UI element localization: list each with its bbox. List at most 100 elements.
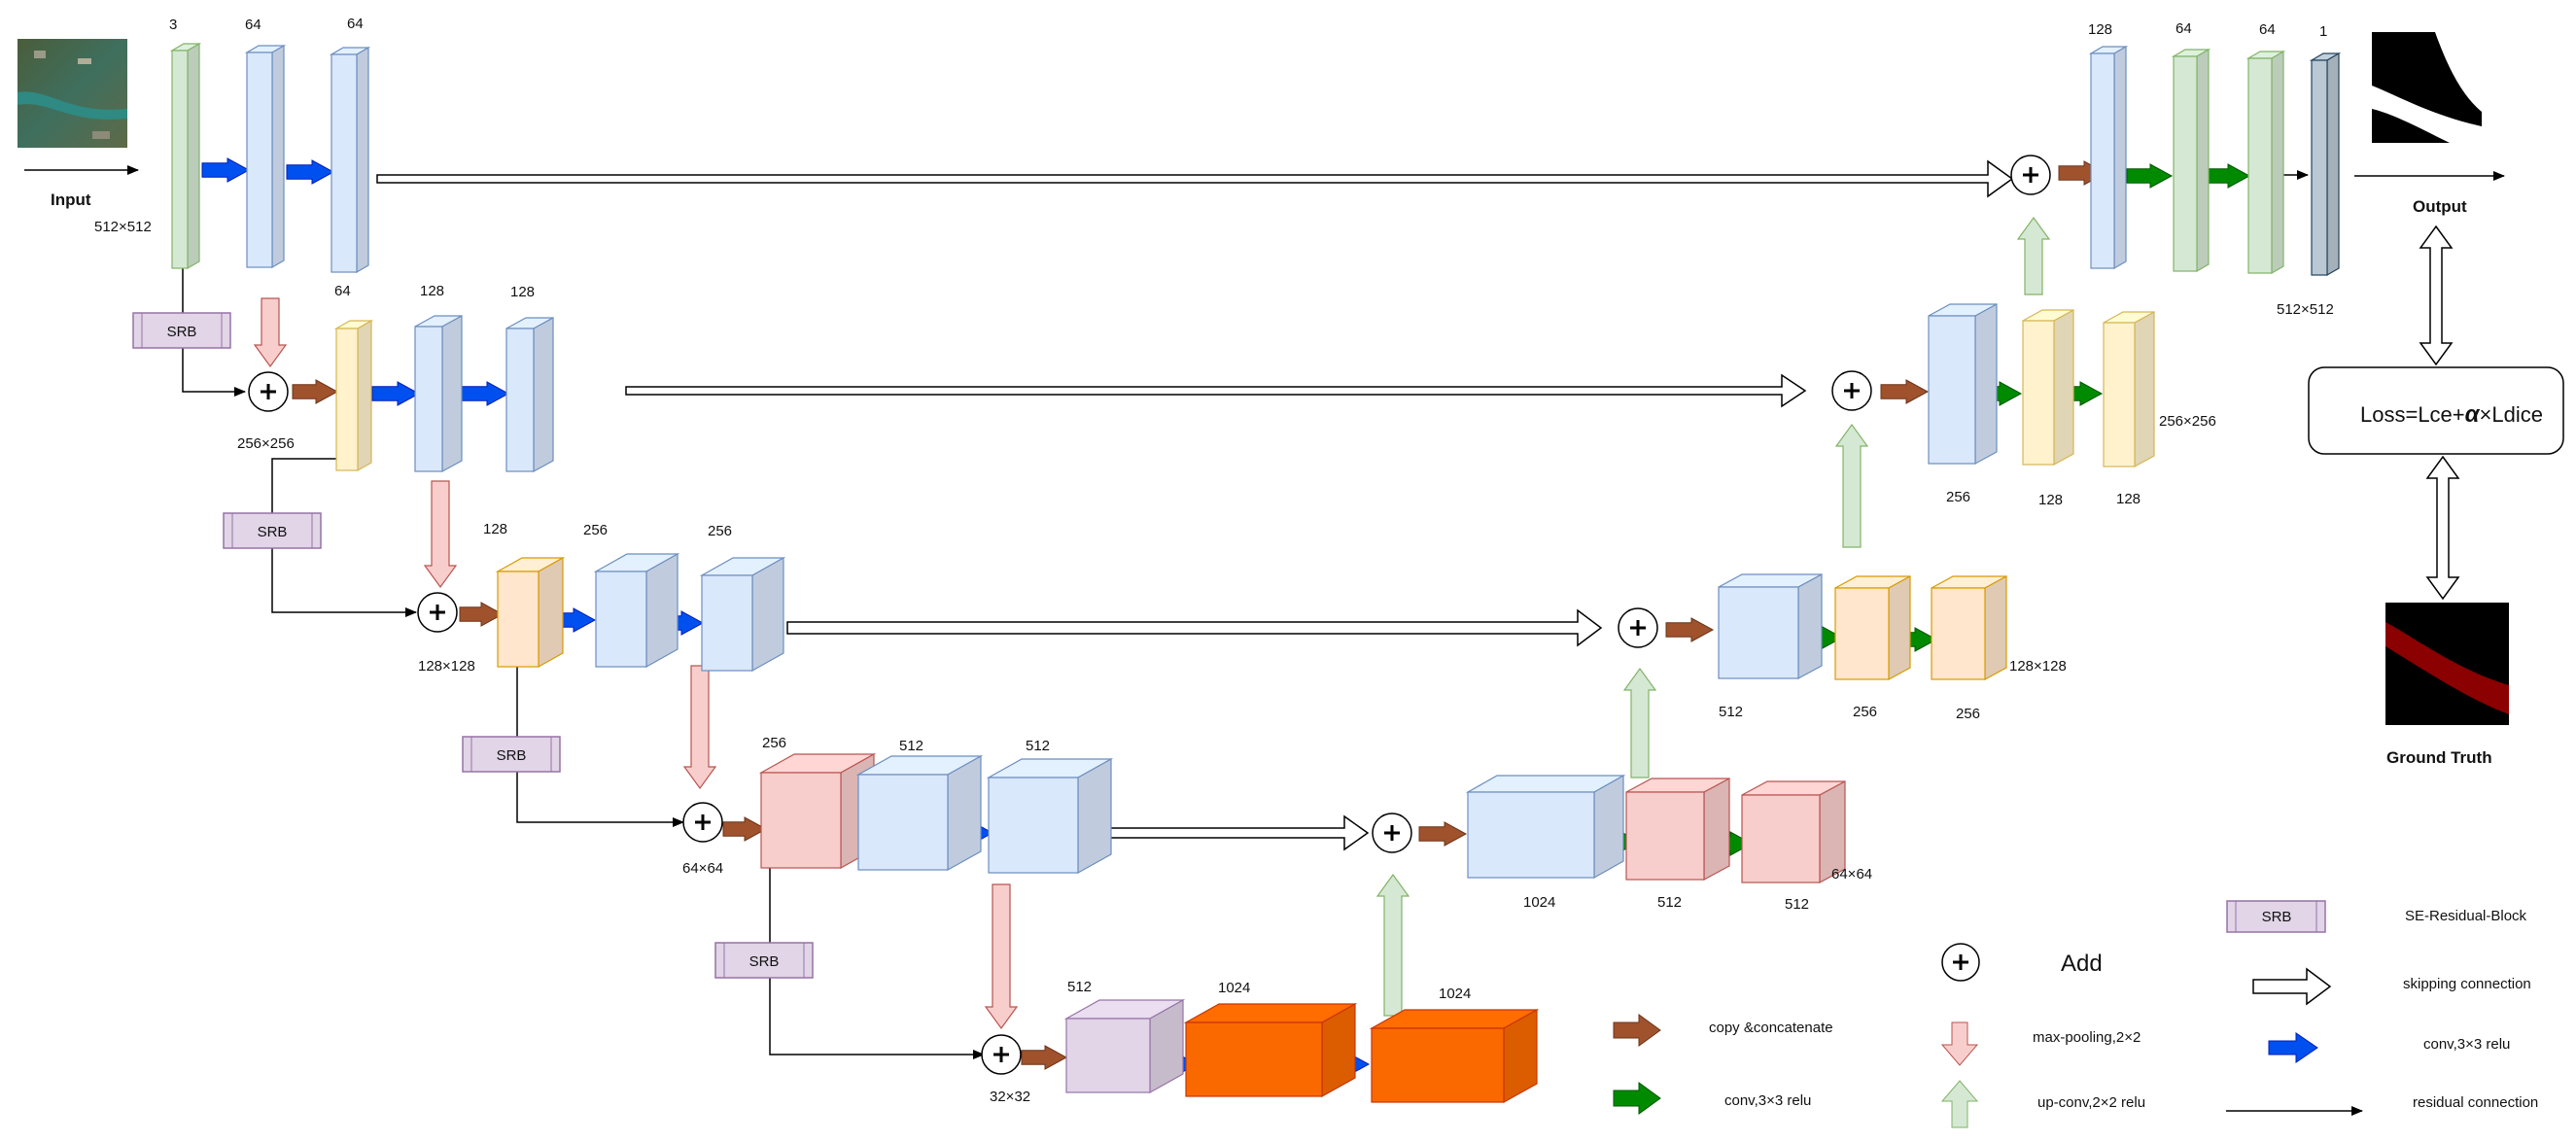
legend-srb-box-text: SRB	[2262, 909, 2292, 925]
ch-e1: 3	[169, 17, 177, 33]
block-d1b	[2171, 48, 2211, 273]
skip-connections	[376, 159, 2014, 851]
legend-copy: copy &concatenate	[1613, 1014, 1833, 1047]
ch-d3a: 512	[1719, 704, 1743, 720]
legend-residual: residual connection	[2226, 1094, 2538, 1116]
ch-d1a: 128	[2088, 21, 2112, 38]
block-d2c	[2103, 310, 2155, 468]
legend-conv-blue: conv,3×3 relu	[2268, 1032, 2510, 1063]
copy-arrow	[1880, 379, 1930, 404]
text-labels: Input Output Ground Truth 3 64 64 512×51…	[51, 16, 2492, 1105]
conv-arrow	[201, 157, 251, 183]
block-l2b	[414, 314, 463, 473]
block-l4c	[986, 757, 1114, 875]
ch-l4a: 256	[762, 735, 786, 751]
legend-maxpool: max-pooling,2×2	[1940, 1021, 2141, 1066]
ch-l2b: 128	[420, 283, 444, 299]
upconv-arrow	[1375, 873, 1410, 1017]
ch-d4c: 512	[1785, 896, 1809, 913]
legend-skip-text: skipping connection	[2403, 976, 2531, 992]
size-256: 256×256	[237, 435, 295, 452]
legend-upconv-text: up-conv,2×2 relu	[2037, 1094, 2145, 1111]
add-node-l2	[248, 371, 289, 412]
block-l2a	[333, 319, 374, 472]
ch-d3b: 256	[1853, 704, 1877, 720]
ch-d2b: 128	[2038, 492, 2063, 508]
ground-truth-label: Ground Truth	[2386, 748, 2492, 767]
block-d1a	[2088, 45, 2129, 270]
output-label: Output	[2413, 197, 2467, 216]
ch-l2c: 128	[510, 284, 535, 300]
block-l5b	[1183, 1002, 1358, 1098]
add-node-d4	[1372, 813, 1412, 853]
ch-l3b: 256	[583, 522, 608, 538]
legend-conv-blue-text: conv,3×3 relu	[2423, 1036, 2510, 1053]
ch-d1d: 1	[2319, 23, 2327, 40]
legend-srb: SRB SE-Residual-Block	[2226, 900, 2527, 933]
block-d1c	[2245, 50, 2286, 275]
add-node-l4	[682, 802, 723, 843]
srb-1: SRB	[132, 312, 231, 349]
ch-e2: 64	[245, 17, 261, 33]
legend-upconv: up-conv,2×2 relu	[1940, 1080, 2145, 1128]
add-node-d2	[1831, 370, 1872, 411]
legend: Add SRB SE-Residual-Block copy &concaten…	[1613, 900, 2538, 1128]
maxpool-arrow-icon	[1940, 1021, 1979, 1066]
block-d3c	[1931, 574, 2007, 681]
copy-arrow	[1665, 617, 1715, 642]
ch-d4b: 512	[1657, 894, 1682, 911]
ch-l2a: 64	[334, 283, 351, 299]
ground-truth-image	[2385, 603, 2509, 725]
block-d3b	[1834, 574, 1911, 681]
block-l3c	[699, 556, 786, 673]
legend-srb-text: SE-Residual-Block	[2405, 908, 2527, 924]
block-d4b	[1625, 777, 1730, 882]
srb-2: SRB	[223, 512, 322, 549]
block-d1d	[2309, 52, 2342, 277]
size-64-r: 64×64	[1831, 866, 1872, 882]
srb-label: SRB	[497, 747, 527, 764]
legend-add: Add	[1941, 943, 2103, 982]
loss-box	[2308, 366, 2564, 455]
block-l2c	[505, 316, 554, 473]
maxpool-arrow	[682, 665, 717, 790]
srb-3: SRB	[462, 736, 561, 773]
loss-formula: Loss=Lce+α×Ldice	[2360, 401, 2543, 428]
ch-d2c: 128	[2116, 491, 2141, 507]
conv-green-arrow-icon	[1613, 1082, 1661, 1115]
copy-arrow	[459, 602, 505, 627]
input-label: Input	[51, 190, 91, 209]
copy-arrow	[722, 816, 768, 842]
size-128: 128×128	[418, 658, 475, 675]
legend-conv-green: conv,3×3 relu	[1613, 1082, 1811, 1115]
conv-arrow-green	[2204, 163, 2251, 189]
srb-label: SRB	[258, 524, 288, 540]
skip-arrow-icon	[2252, 967, 2332, 1006]
legend-copy-text: copy &concatenate	[1709, 1020, 1833, 1036]
size-256-r: 256×256	[2159, 413, 2216, 430]
add-node-l3	[417, 592, 458, 633]
ch-d1c: 64	[2259, 21, 2276, 38]
input-image	[17, 39, 127, 148]
conv-arrow	[286, 159, 335, 185]
copy-arrow	[1418, 821, 1468, 847]
ch-d3c: 256	[1956, 706, 1980, 722]
feature-blocks	[169, 42, 2342, 1104]
size-64: 64×64	[682, 860, 723, 877]
maxpool-arrow	[423, 480, 458, 589]
ch-l5c: 1024	[1439, 986, 1471, 1002]
maxpool-arrow	[984, 883, 1019, 1030]
block-arrows	[201, 157, 2251, 1077]
legend-maxpool-text: max-pooling,2×2	[2033, 1029, 2141, 1046]
block-e3	[329, 46, 371, 274]
block-l5a	[1063, 998, 1186, 1094]
legend-add-text: Add	[2061, 951, 2103, 977]
conv-arrow	[461, 381, 510, 406]
add-node-d1	[2010, 155, 2051, 195]
ch-d1b: 64	[2176, 20, 2192, 37]
copy-arrow-icon	[1613, 1014, 1661, 1047]
ch-l3a: 128	[483, 521, 507, 537]
upconv-arrow	[1834, 423, 1869, 548]
